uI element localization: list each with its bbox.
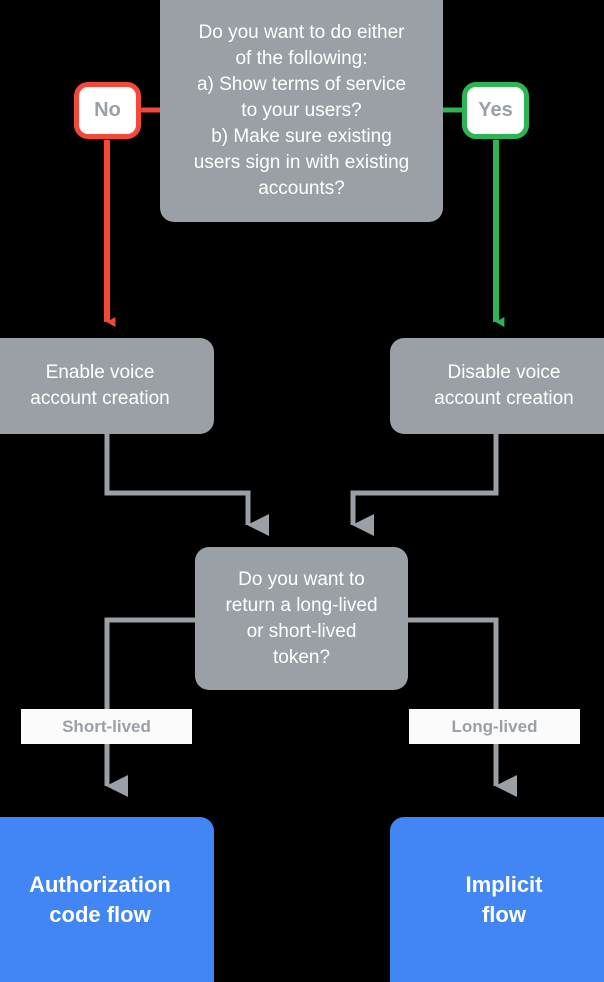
node-disable-voice-line-2: account creation bbox=[434, 388, 574, 409]
wire-token-to-long bbox=[408, 617, 517, 797]
node-question-token[interactable]: Do you want to return a long-lived or sh… bbox=[195, 547, 408, 690]
edge-label-long-lived-text: Long-lived bbox=[451, 716, 538, 736]
node-question-top-line-5: b) Make sure existing bbox=[211, 126, 392, 147]
node-question-top-line-3: a) Show terms of service bbox=[196, 74, 407, 95]
node-enable-voice-text: Enable voice account creation bbox=[30, 360, 169, 412]
edge-label-long-lived: Long-lived bbox=[409, 709, 580, 744]
node-question-token-line-2: return a long-lived bbox=[225, 594, 378, 616]
node-disable-voice-line-1: Disable voice bbox=[447, 362, 561, 383]
node-question-top-line-7: accounts? bbox=[258, 178, 345, 199]
node-disable-voice-text: Disable voice account creation bbox=[434, 360, 573, 412]
badge-no-label: No bbox=[94, 99, 121, 121]
node-question-top-line-6: users sign in with existing bbox=[193, 152, 410, 173]
badge-yes[interactable]: Yes bbox=[462, 82, 529, 139]
node-enable-voice-line-2: account creation bbox=[30, 388, 170, 409]
wire-enable-to-token bbox=[104, 434, 269, 536]
node-authorization-code-flow-line-2: code flow bbox=[49, 901, 151, 927]
node-implicit-flow-line-1: Implicit bbox=[465, 871, 543, 897]
wire-disable-to-token bbox=[350, 434, 499, 536]
node-implicit-flow-line-2: flow bbox=[481, 901, 526, 927]
node-question-token-line-3: or short-lived bbox=[246, 620, 357, 642]
wire-token-to-short bbox=[104, 617, 195, 797]
badge-yes-label: Yes bbox=[478, 99, 513, 121]
badge-no[interactable]: No bbox=[74, 82, 141, 139]
node-question-token-line-1: Do you want to bbox=[238, 568, 365, 590]
node-enable-voice-line-1: Enable voice bbox=[45, 362, 155, 383]
node-question-top-line-1: Do you want to do either bbox=[198, 22, 405, 43]
node-authorization-code-flow-text: Authorization code flow bbox=[29, 870, 171, 930]
node-question-top-text: Do you want to do either of the followin… bbox=[194, 20, 409, 202]
node-authorization-code-flow[interactable]: Authorization code flow bbox=[0, 817, 214, 982]
node-authorization-code-flow-line-1: Authorization bbox=[29, 871, 171, 897]
edge-label-short-lived: Short-lived bbox=[21, 709, 192, 744]
node-question-top[interactable]: Do you want to do either of the followin… bbox=[160, 0, 443, 222]
node-enable-voice-account-creation[interactable]: Enable voice account creation bbox=[0, 338, 214, 434]
node-disable-voice-account-creation[interactable]: Disable voice account creation bbox=[390, 338, 604, 434]
node-question-token-text: Do you want to return a long-lived or sh… bbox=[225, 567, 377, 671]
node-question-top-line-4: to your users? bbox=[241, 100, 362, 121]
node-question-top-line-2: of the following: bbox=[235, 48, 368, 69]
edge-label-short-lived-text: Short-lived bbox=[62, 716, 151, 736]
node-implicit-flow-text: Implicit flow bbox=[465, 870, 542, 930]
node-implicit-flow[interactable]: Implicit flow bbox=[390, 817, 604, 982]
node-question-token-line-4: token? bbox=[272, 646, 331, 668]
